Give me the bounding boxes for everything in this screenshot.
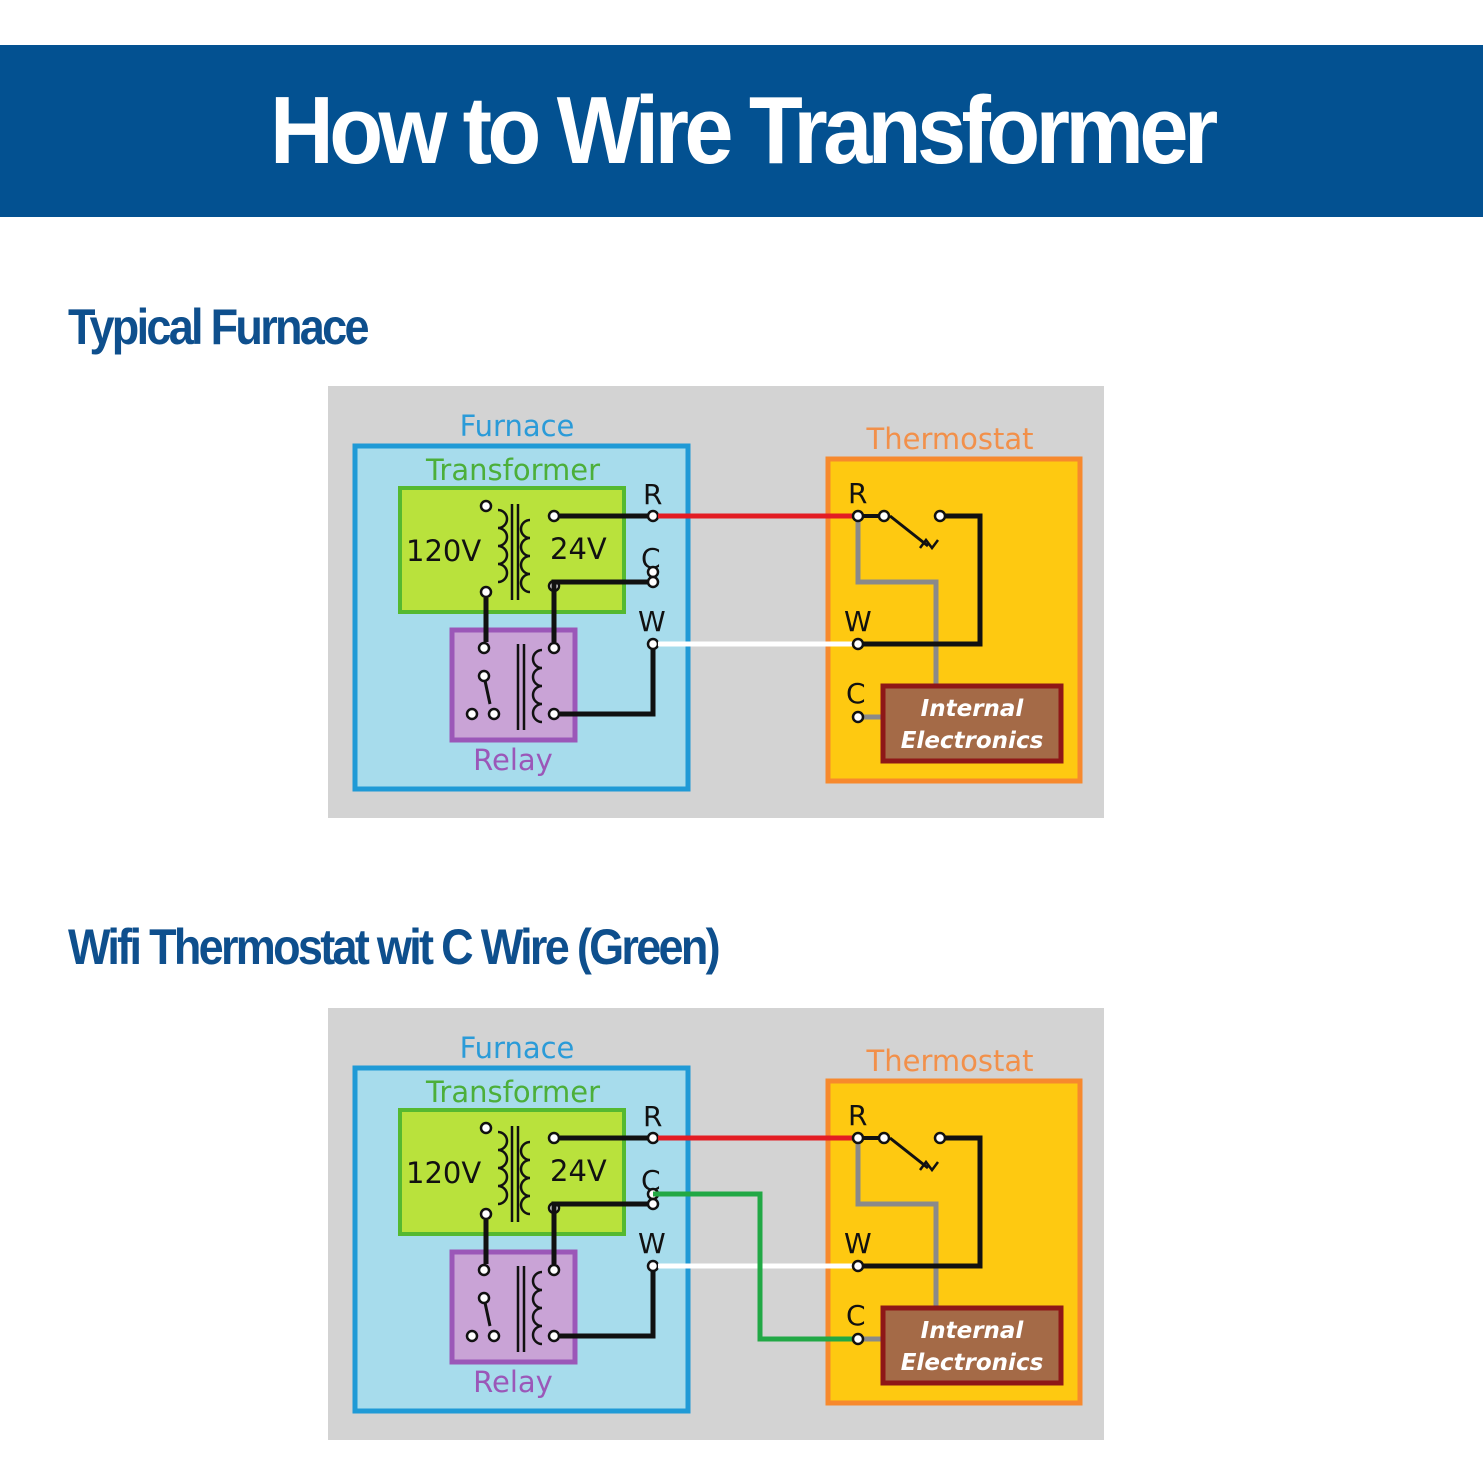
furnace-terminal-w-label: W: [638, 605, 666, 638]
relay-coil: [531, 1270, 543, 1346]
thermostat-c-terminal: [851, 710, 865, 724]
wire-relay-to-w: [560, 1270, 656, 1339]
internal-electronics-line1: Internal: [921, 1318, 1025, 1344]
transformer-primary-coil: [497, 1130, 509, 1206]
furnace-terminal-r-label: R: [643, 478, 662, 511]
page-title: How to Wire Transformer: [269, 77, 1218, 184]
thermostat-switch-contact: [933, 509, 947, 523]
secondary-voltage-label: 24V: [550, 1154, 607, 1188]
secondary-top-terminal: [547, 1131, 561, 1145]
relay-switch-right-terminal: [487, 1329, 501, 1343]
relay-coil-bottom-terminal: [547, 707, 561, 721]
secondary-top-terminal: [547, 509, 561, 523]
thermostat-gray-wire-r: [855, 1138, 939, 1308]
thermostat-switch-contact: [933, 1131, 947, 1145]
relay-coil-top-terminal: [547, 641, 561, 655]
thermostat-terminal-w-label: W: [844, 1227, 872, 1260]
relay-switch-top-terminal: [477, 1263, 491, 1277]
thermostat-terminal-r-label: R: [848, 1099, 867, 1132]
furnace-terminal-w-label: W: [638, 1227, 666, 1260]
internal-electronics-line2: Electronics: [901, 1350, 1044, 1376]
relay-switch-right-terminal: [487, 707, 501, 721]
furnace-label: Furnace: [460, 1031, 575, 1065]
internal-electronics-box: [880, 1305, 1064, 1386]
relay-coil: [531, 648, 543, 724]
thermostat-r-terminal: [851, 1131, 865, 1145]
transformer-label: Transformer: [425, 1075, 600, 1109]
wire-relay-to-w: [560, 648, 656, 717]
furnace-r-terminal: [646, 509, 660, 523]
furnace-c-terminal: [646, 565, 660, 579]
relay-switch-pivot-terminal: [477, 669, 491, 683]
internal-electronics-box: [880, 683, 1064, 764]
secondary-voltage-label: 24V: [550, 532, 607, 566]
internal-electronics-line1: Internal: [921, 696, 1025, 722]
c-wire-green: [653, 1191, 858, 1342]
thermostat-w-terminal: [851, 637, 865, 651]
thermostat-terminal-w-label: W: [844, 605, 872, 638]
thermostat-terminal-c-label: C: [846, 1299, 866, 1332]
thermostat-r-terminal: [851, 509, 865, 523]
wire-secondary-to-c: [551, 1201, 648, 1214]
thermostat-black-wire-w: [858, 513, 983, 647]
primary-bottom-terminal: [479, 1207, 493, 1221]
primary-voltage-label: 120V: [406, 1156, 481, 1190]
furnace-c-terminal-lower: [646, 575, 660, 589]
primary-top-terminal: [479, 499, 493, 513]
relay-label: Relay: [473, 743, 553, 777]
relay-coil-bottom-terminal: [547, 1329, 561, 1343]
thermostat-terminal-c-label: C: [846, 677, 866, 710]
thermostat-switch-arm: [889, 514, 929, 548]
relay-label: Relay: [473, 1365, 553, 1399]
thermostat-w-terminal: [851, 1259, 865, 1273]
thermostat-switch-pivot: [877, 509, 891, 523]
section-title-wifi-thermostat: Wifi Thermostat wit C Wire (Green): [68, 919, 721, 975]
transformer-label: Transformer: [425, 453, 600, 487]
relay-box: [449, 627, 578, 743]
primary-bottom-terminal: [479, 585, 493, 599]
transformer-primary-coil: [497, 508, 509, 584]
thermostat-switch-pivot: [877, 1131, 891, 1145]
thermostat-terminal-r-label: R: [848, 477, 867, 510]
wire-secondary-to-c: [551, 579, 648, 592]
thermostat-label: Thermostat: [866, 1044, 1034, 1078]
furnace-w-terminal: [646, 637, 660, 651]
primary-top-terminal: [479, 1121, 493, 1135]
thermostat-switch-arm: [889, 1136, 929, 1170]
title-banner: How to Wire Transformer: [0, 45, 1483, 217]
wiring-diagram-wifi-thermostat: Furnace Transformer 120V 24V R C W Relay…: [328, 1008, 1104, 1440]
furnace-c-terminal-lower: [646, 1197, 660, 1211]
thermostat-black-wire-w: [858, 1135, 983, 1269]
diagram-svg: Furnace Transformer 120V 24V R C W Relay…: [328, 1008, 1104, 1440]
thermostat-label: Thermostat: [866, 422, 1034, 456]
thermostat-bimetal-icon: [919, 537, 939, 551]
transformer-secondary-coil: [519, 518, 531, 594]
thermostat-gray-wire-r: [855, 516, 939, 686]
internal-electronics-line2: Electronics: [901, 728, 1044, 754]
furnace-r-terminal: [646, 1131, 660, 1145]
wiring-diagram-typical-furnace: Furnace Transformer 120V 24V R C W Relay…: [328, 386, 1104, 818]
primary-voltage-label: 120V: [406, 534, 481, 568]
furnace-terminal-r-label: R: [643, 1100, 662, 1133]
furnace-label: Furnace: [460, 409, 575, 443]
transformer-secondary-coil: [519, 1140, 531, 1216]
relay-coil-top-terminal: [547, 1263, 561, 1277]
thermostat-c-terminal: [851, 1332, 865, 1346]
relay-switch-top-terminal: [477, 641, 491, 655]
furnace-w-terminal: [646, 1259, 660, 1273]
thermostat-bimetal-icon: [919, 1159, 939, 1173]
relay-switch-left-terminal: [465, 1329, 479, 1343]
relay-switch-pivot-terminal: [477, 1291, 491, 1305]
relay-switch-left-terminal: [465, 707, 479, 721]
diagram-svg: Furnace Transformer 120V 24V R C W Relay…: [328, 386, 1104, 818]
section-title-typical-furnace: Typical Furnace: [68, 299, 369, 355]
